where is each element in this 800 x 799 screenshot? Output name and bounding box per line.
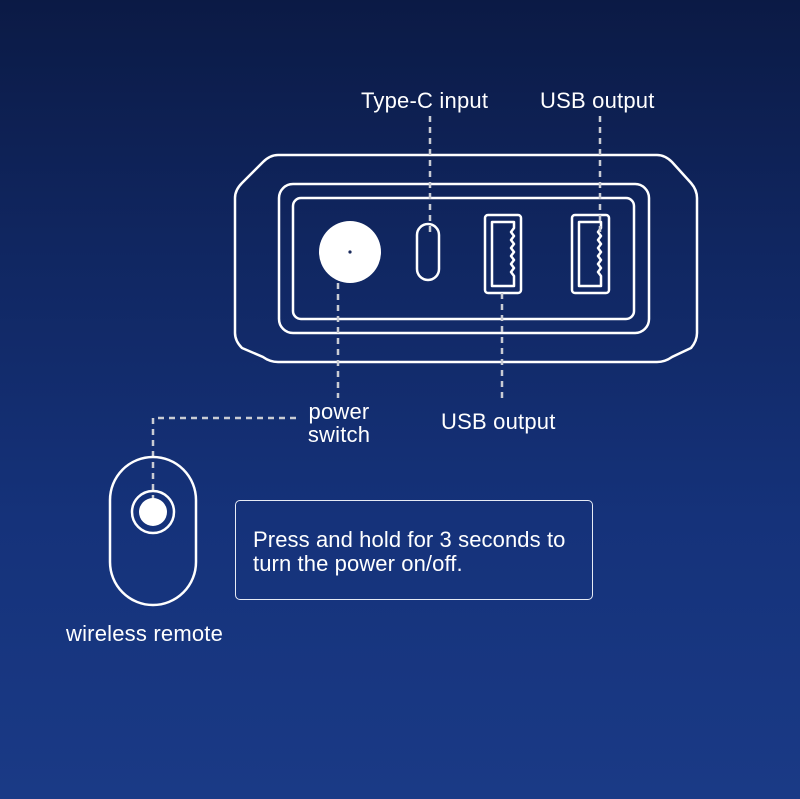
usb-output-bottom-label: USB output bbox=[441, 409, 556, 434]
usb-port-1 bbox=[483, 213, 523, 295]
usb-output-top-label: USB output bbox=[540, 88, 655, 113]
leader-lines bbox=[151, 116, 602, 504]
remote-button[interactable] bbox=[139, 498, 167, 526]
remote-button-ring bbox=[130, 489, 176, 535]
device-outer-body bbox=[233, 153, 699, 364]
device-port-panel bbox=[291, 196, 636, 321]
power-switch-label-line1: power bbox=[308, 399, 370, 424]
device-middle-frame bbox=[277, 182, 651, 335]
instruction-text: Press and hold for 3 seconds to turn the… bbox=[253, 527, 566, 576]
typec-input-label: Type-C input bbox=[361, 88, 489, 113]
usb-port-2 bbox=[570, 213, 611, 295]
power-switch-label-line2: switch bbox=[307, 422, 371, 447]
power-switch-label: power switch bbox=[303, 400, 375, 446]
instruction-box: Press and hold for 3 seconds to turn the… bbox=[235, 500, 593, 600]
remote-leader-line bbox=[151, 416, 296, 504]
wireless-remote-body bbox=[108, 455, 198, 607]
typec-port bbox=[415, 222, 441, 282]
wireless-remote-label: wireless remote bbox=[66, 621, 224, 646]
power-button-dot bbox=[348, 250, 352, 254]
